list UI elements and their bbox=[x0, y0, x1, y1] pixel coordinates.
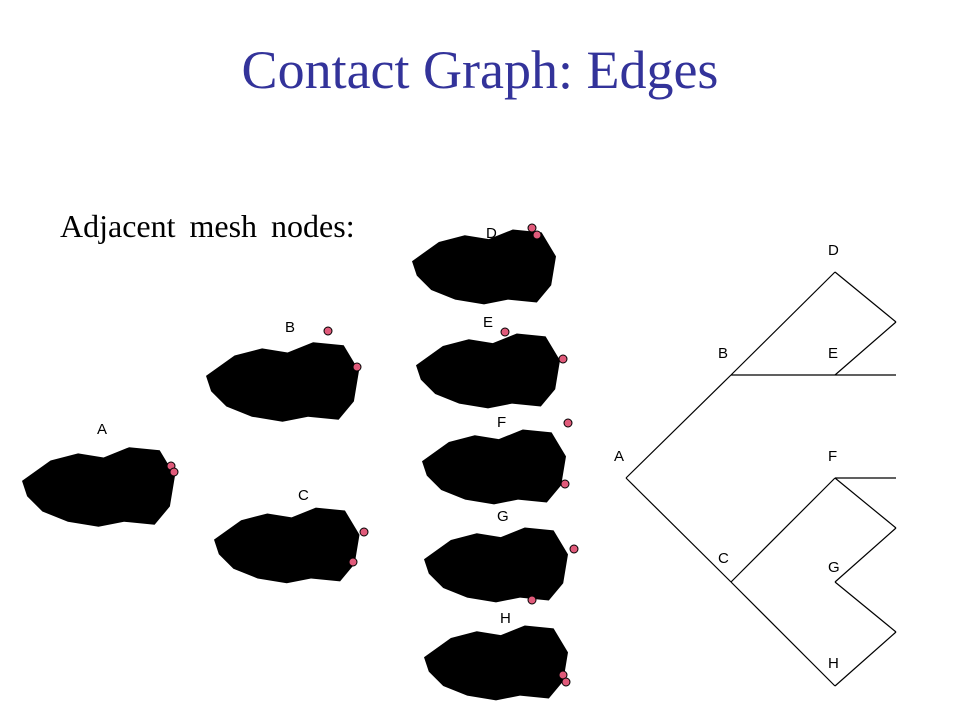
tree-label-a: A bbox=[614, 448, 624, 465]
contact-node bbox=[563, 418, 573, 428]
tree-label-e: E bbox=[828, 345, 838, 362]
mesh-e: E bbox=[416, 314, 568, 409]
mesh-c: C bbox=[214, 487, 369, 584]
tree-label-g: G bbox=[828, 559, 840, 576]
contact-node bbox=[560, 479, 570, 489]
contact-node bbox=[527, 595, 537, 605]
mesh-g: G bbox=[424, 508, 579, 605]
contact-node bbox=[359, 527, 369, 537]
contact-node bbox=[169, 467, 179, 477]
tree-label-f: F bbox=[828, 448, 837, 465]
tree-edge-b-d bbox=[730, 271, 836, 376]
mesh-label-g: G bbox=[497, 508, 509, 525]
tree-edge-d-e bbox=[834, 321, 897, 376]
mesh-a: A bbox=[22, 421, 179, 527]
tree-edge-c-h bbox=[730, 581, 836, 687]
slide-subtitle: Adjacent mesh nodes: bbox=[60, 208, 355, 244]
tree-edge-h-right bbox=[834, 631, 897, 687]
mesh-b: B bbox=[206, 319, 362, 422]
mesh-d: D bbox=[412, 223, 556, 305]
contact-node bbox=[352, 362, 362, 372]
mesh-f: F bbox=[422, 414, 573, 505]
mesh-label-a: A bbox=[97, 421, 107, 438]
contact-node bbox=[323, 326, 333, 336]
tree-edge-g-h-right bbox=[834, 581, 897, 633]
mesh-label-f: F bbox=[497, 414, 506, 431]
contact-node bbox=[558, 354, 568, 364]
tree-edge-f-g-right bbox=[834, 477, 897, 529]
tree-label-h: H bbox=[828, 655, 839, 672]
tree-edge-a-b bbox=[625, 374, 732, 479]
mesh-label-d: D bbox=[486, 225, 497, 242]
contact-tree bbox=[625, 271, 897, 687]
contact-node bbox=[348, 557, 358, 567]
slide-title: Contact Graph: Edges bbox=[241, 40, 719, 100]
mesh-label-c: C bbox=[298, 487, 309, 504]
tree-edge-d-right bbox=[834, 271, 897, 323]
contact-node bbox=[500, 327, 510, 337]
tree-label-b: B bbox=[718, 345, 728, 362]
tree-edge-c-f bbox=[730, 477, 836, 583]
tree-label-c: C bbox=[718, 550, 729, 567]
mesh-label-e: E bbox=[483, 314, 493, 331]
contact-node bbox=[561, 677, 571, 687]
mesh-label-b: B bbox=[285, 319, 295, 336]
contact-node bbox=[532, 230, 542, 240]
tree-edge-g bbox=[834, 527, 897, 583]
contact-node bbox=[569, 544, 579, 554]
mesh-label-h: H bbox=[500, 610, 511, 627]
tree-edge-a-c bbox=[625, 477, 732, 583]
mesh-h: H bbox=[424, 610, 571, 701]
contact-node bbox=[527, 223, 537, 233]
tree-label-d: D bbox=[828, 242, 839, 259]
